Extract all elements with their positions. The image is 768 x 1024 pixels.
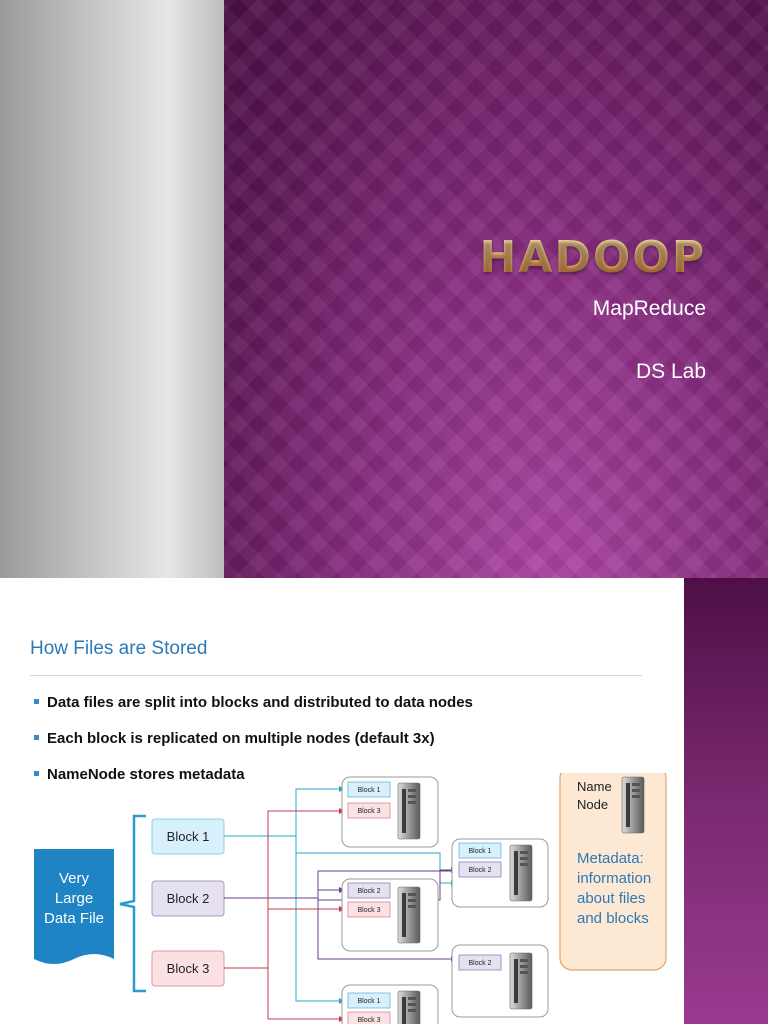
bullet-text: Each block is replicated on multiple nod… — [47, 730, 435, 747]
bullet-icon — [34, 770, 39, 776]
data-node-1: Block 1 Block 3 — [341, 776, 439, 848]
server-icon — [397, 782, 421, 840]
server-icon — [621, 776, 645, 834]
block-1-label: Block 1 — [167, 829, 210, 844]
node-5-block-a: Block 1 — [358, 998, 381, 1005]
node-1-block-b: Block 3 — [358, 808, 381, 815]
heading-divider — [30, 675, 642, 676]
namenode-label-line-1: Name — [577, 779, 612, 794]
split-brace — [119, 814, 146, 993]
server-icon — [397, 990, 421, 1024]
bullet-text: Data files are split into blocks and dis… — [47, 694, 473, 711]
gray-side-panel — [0, 0, 224, 578]
file-label-line-2: Large — [55, 890, 93, 907]
metadata-line-1: Metadata: — [577, 850, 644, 867]
node-2-block-b: Block 2 — [469, 867, 492, 874]
block-2-box: Block 2 — [151, 880, 225, 917]
bullet-item: Each block is replicated on multiple nod… — [34, 730, 435, 747]
content-slide: How Files are Stored Data files are spli… — [0, 578, 684, 1024]
namenode-label-line-2: Node — [577, 797, 608, 812]
slide-title: HADOOP — [479, 232, 706, 283]
bullet-icon — [34, 734, 39, 740]
title-slide: HADOOP MapReduce DS Lab — [0, 0, 768, 578]
server-icon — [509, 952, 533, 1010]
purple-background — [224, 0, 768, 578]
name-node-box: Name Node Metadata: information about fi… — [559, 773, 667, 971]
server-icon — [397, 886, 421, 944]
subtitle-ds-lab: DS Lab — [635, 360, 706, 383]
slide-heading: How Files are Stored — [30, 638, 208, 659]
bullet-icon — [34, 698, 39, 704]
metadata-line-2: information — [577, 870, 651, 887]
bullet-item: Data files are split into blocks and dis… — [34, 694, 473, 711]
server-icon — [509, 844, 533, 902]
block-3-box: Block 3 — [151, 950, 225, 987]
block-1-box: Block 1 — [151, 818, 225, 855]
node-3-block-b: Block 3 — [358, 907, 381, 914]
metadata-line-3: about files — [577, 890, 645, 907]
node-4-block-a: Block 2 — [469, 960, 492, 967]
data-node-5: Block 1 Block 3 — [341, 984, 439, 1024]
data-file-shape: Very Large Data File — [34, 849, 114, 964]
data-node-3: Block 2 Block 3 — [341, 878, 439, 952]
hdfs-storage-diagram: Very Large Data File Block 1 Block 2 Blo… — [34, 773, 667, 1024]
bullet-text: NameNode stores metadata — [47, 766, 245, 783]
block-3-label: Block 3 — [167, 961, 210, 976]
data-node-2: Block 1 Block 2 — [451, 838, 549, 908]
metadata-line-4: and blocks — [577, 910, 649, 927]
node-3-block-a: Block 2 — [358, 888, 381, 895]
node-2-block-a: Block 1 — [469, 848, 492, 855]
bullet-item: NameNode stores metadata — [34, 766, 245, 783]
subtitle-mapreduce: MapReduce — [592, 297, 706, 320]
node-1-block-a: Block 1 — [358, 787, 381, 794]
file-label-line-3: Data File — [44, 910, 104, 927]
block-2-label: Block 2 — [167, 891, 210, 906]
file-label-line-1: Very — [59, 870, 90, 887]
purple-side-strip — [684, 578, 768, 1024]
node-5-block-b: Block 3 — [358, 1017, 381, 1024]
data-node-4: Block 2 — [451, 944, 549, 1018]
